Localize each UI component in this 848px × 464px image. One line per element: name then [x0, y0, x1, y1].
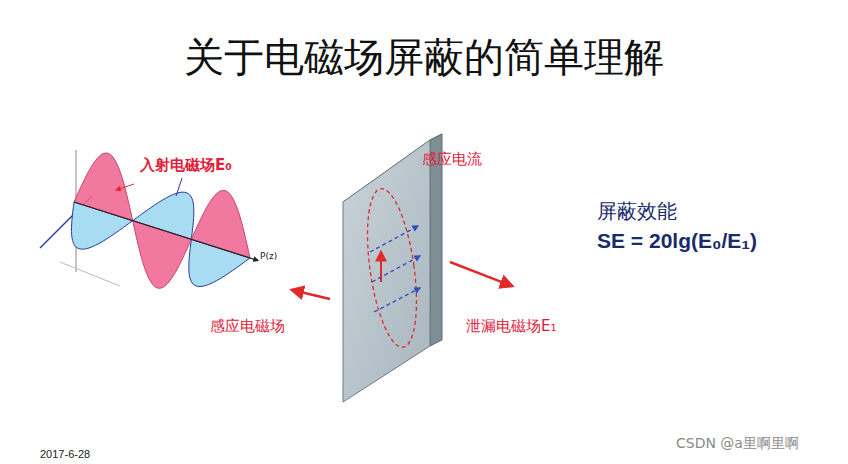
field-arrow [372, 256, 420, 282]
reflected-label: 感应电磁场 [210, 317, 285, 335]
reflected-arrow [292, 290, 330, 299]
axis-line [60, 262, 120, 286]
wave-illustration [40, 150, 258, 288]
wave-label: 入射电磁场E₀ [140, 156, 232, 174]
formula: SE = 20lg(E₀/E₁) [597, 228, 757, 253]
electric-wave [74, 153, 250, 288]
formula-heading: 屏蔽效能 [597, 199, 677, 223]
date-note: 2017-6-28 [40, 448, 90, 461]
pointer-line [176, 178, 182, 196]
field-arrow [374, 288, 420, 312]
shield-plate [343, 134, 442, 402]
leak-arrow [450, 262, 512, 286]
leak-label: 泄漏电磁场E₁ [466, 317, 557, 335]
field-arrow [370, 226, 418, 252]
slide-title: 关于电磁场屏蔽的简单理解 [184, 34, 664, 82]
induced-current-loop [359, 186, 425, 351]
pointer-arrow [116, 184, 134, 190]
axis-label: P(z) [260, 251, 277, 262]
watermark: CSDN @a里啊里啊 [676, 435, 799, 452]
current-label: 感应电流 [422, 150, 482, 168]
propagation-axis [74, 202, 258, 261]
